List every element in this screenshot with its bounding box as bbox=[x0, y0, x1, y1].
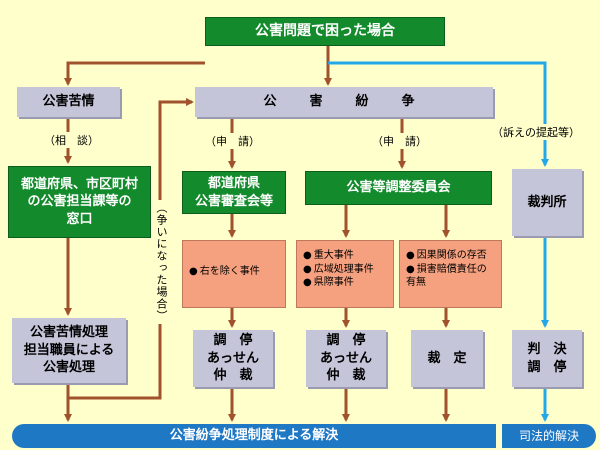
title-box: 公害問題で困った場合 bbox=[205, 17, 445, 46]
case-box-mid: 重大事件広域処理事件県際事件 bbox=[296, 240, 394, 308]
case-box-left: 右を除く事件 bbox=[182, 240, 286, 308]
prefecture-review-committee: 都道府県 公害審査会等 bbox=[182, 171, 286, 214]
environmental-dispute-coordination-commission: 公害等調整委員会 bbox=[305, 171, 492, 205]
case-box-right: 因果関係の存否損害賠償責任の有無 bbox=[399, 240, 502, 308]
court-result-box: 判 決 調 停 bbox=[512, 330, 582, 387]
case-item: 重大事件 bbox=[303, 249, 374, 263]
dispute-escalation-label: （争いになった場合） bbox=[153, 200, 169, 324]
result-box-left: 調 停 あっせん 仲 裁 bbox=[193, 330, 273, 387]
complaint-processing-box: 公害苦情処理 担当職員による 公害処理 bbox=[12, 318, 126, 383]
case-item: 損害賠償責任の有無 bbox=[406, 263, 495, 290]
case-item: 右を除く事件 bbox=[189, 265, 260, 279]
case-item: 広域処理事件 bbox=[303, 263, 374, 277]
consult-label: （相 談） bbox=[44, 132, 99, 148]
complaint-header: 公害苦情 bbox=[17, 87, 120, 117]
lawsuit-label: （訴えの提起等） bbox=[492, 124, 580, 140]
arrow-title-to-complaint bbox=[64, 61, 205, 86]
apply-label-right: （申 請） bbox=[372, 133, 427, 149]
apply-label-left: （申 請） bbox=[205, 133, 260, 149]
case-item: 因果関係の存否 bbox=[406, 249, 495, 263]
dispute-header: 公 害 紛 争 bbox=[195, 87, 493, 117]
judicial-resolution-bar: 司法的解決 bbox=[502, 424, 596, 448]
court-box: 裁判所 bbox=[512, 169, 582, 236]
local-government-window: 都道府県、市区町村 の公害担当課等の 窓口 bbox=[8, 166, 151, 238]
case-item: 県際事件 bbox=[303, 276, 374, 290]
dispute-resolution-bar: 公害紛争処理制度による解決 bbox=[12, 424, 496, 448]
result-box-mid: 調 停 あっせん 仲 裁 bbox=[306, 330, 386, 387]
result-box-right: 裁 定 bbox=[411, 330, 483, 387]
